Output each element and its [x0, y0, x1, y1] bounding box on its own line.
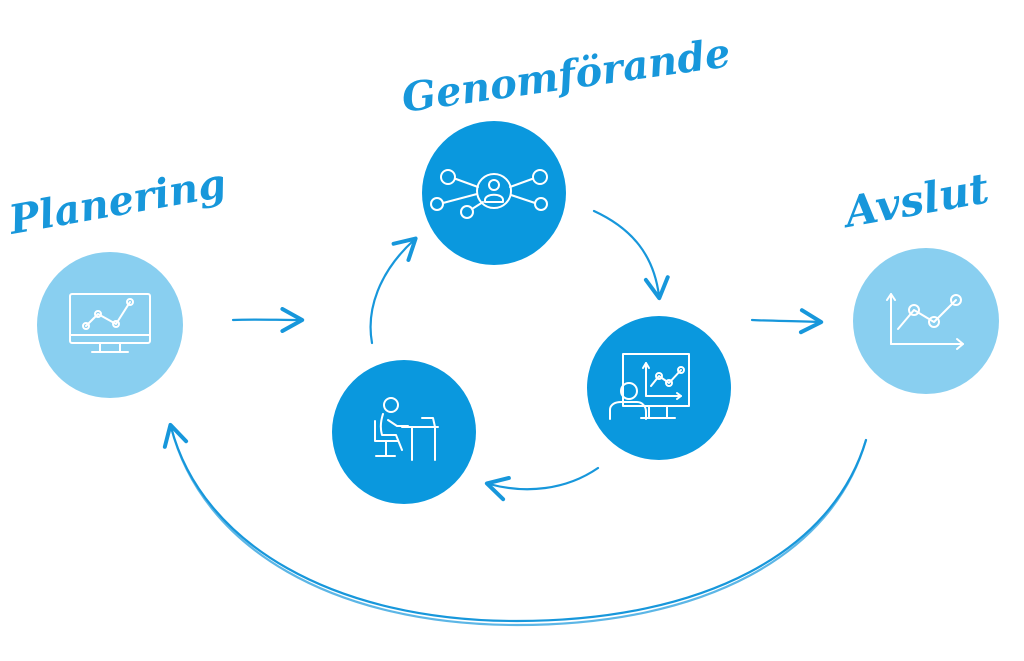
closing-circle — [853, 248, 999, 394]
execution-top-node — [422, 121, 566, 265]
arrow-execution-top-to-right — [592, 209, 670, 301]
arrow-closing-to-planning — [162, 422, 868, 623]
execution-right-node — [587, 316, 731, 460]
closing-node — [853, 248, 999, 394]
execution-top-circle — [422, 121, 566, 265]
planning-circle — [37, 252, 183, 398]
planning-node — [37, 252, 183, 398]
execution-label: Genomförande — [399, 29, 733, 122]
planning-label: Planering — [5, 160, 230, 244]
arrow-execution-left-to-top — [369, 236, 418, 345]
arrow-execution-right-to-left — [484, 466, 600, 502]
monitor-line-chart-icon — [69, 293, 151, 353]
arrow-execution-to-closing — [750, 308, 824, 335]
execution-left-node — [332, 360, 476, 504]
execution-right-circle — [587, 316, 731, 460]
presentation-chart-icon — [609, 353, 690, 420]
line-chart-icon — [886, 293, 964, 350]
arrow-closing-to-planning-shadow — [169, 425, 868, 627]
desk-worker-icon — [374, 397, 439, 461]
closing-label: Avslut — [837, 163, 992, 237]
network-user-icon — [430, 169, 548, 219]
execution-left-circle — [332, 360, 476, 504]
